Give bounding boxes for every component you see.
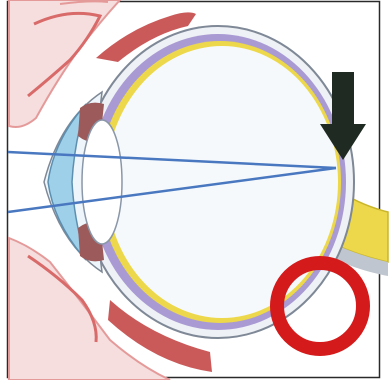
lens [82, 120, 122, 244]
vitreous-body [106, 46, 338, 318]
